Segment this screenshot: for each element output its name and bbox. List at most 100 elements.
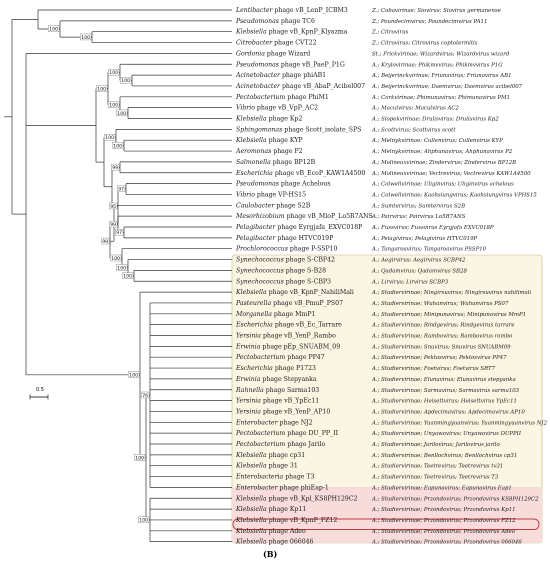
adeo-highlight-box xyxy=(232,518,540,530)
taxonomy-label: A.; Studiervirinae; Teetrevirus; Teetrev… xyxy=(371,475,499,481)
tip-label: Pasteurella phage vB_PmuP_PS07 xyxy=(235,300,343,307)
taxonomy-label: A.; Studiervirinae; Elunavirus; Elunavir… xyxy=(371,377,516,383)
tip-label: Enterobacteria phage T3 xyxy=(235,474,315,481)
bootstrap-box xyxy=(116,264,128,271)
tip-label: Synechococcus phage S-CBP3 xyxy=(236,278,331,285)
taxonomy-label: A.; Studiervirinae; Minipunavirus; Minip… xyxy=(371,312,526,318)
taxonomy-label: A.; Studiervirinae; Unyawovirus; Unyawov… xyxy=(371,431,522,437)
bootstrap-value: 100 xyxy=(139,518,148,524)
bootstrap-value: 100 xyxy=(97,86,106,92)
taxonomy-label: A.; Scottvirus; Scottvirus scott xyxy=(371,127,456,133)
bootstrap-box xyxy=(122,272,134,279)
scale-bar: 0.5 xyxy=(29,387,49,400)
bootstrap-box xyxy=(80,33,92,41)
taxonomy-label: A.; Pelagivirus; Pelagivirus HTVC019P xyxy=(371,236,478,242)
bootstrap-value: 97 xyxy=(116,230,122,236)
bootstrap-box xyxy=(120,77,132,84)
taxonomy-label: A.; Studiervirinae; Rambovirus; Rambovir… xyxy=(371,334,513,340)
tip-label: Yersinia phage vB_YpEc11 xyxy=(236,398,319,405)
taxonomy-label: A.; Pairvirus; Pairvirus Lo5R7ANS xyxy=(371,214,466,220)
bootstrap-box xyxy=(116,109,128,117)
taxonomy-label: A.; Studiervirinae; Przondovirus; Przond… xyxy=(371,496,539,502)
bootstrap-box xyxy=(108,68,120,76)
tip-label: Enterobacter phage NJ2 xyxy=(235,419,313,426)
taxonomy-label: A.; Corkvirinae; Phimunavirus; Phimunavi… xyxy=(371,95,510,101)
bootstrap-value: 100 xyxy=(109,70,118,76)
taxonomy-label: A.; Studiervirinae; Przondovirus; Przond… xyxy=(371,540,522,546)
taxonomy-label: A.; Studiervirinae; Eapunavirus; Eapunav… xyxy=(371,485,512,491)
bootstrap-box xyxy=(96,85,108,92)
bootstrap-box xyxy=(140,391,150,399)
tip-label: Prochlorococcus phage P-SSP10 xyxy=(235,246,338,253)
tip-label: Klebsiella phage vB_KpnP_FZ12 xyxy=(235,517,337,524)
tip-label: Acinetobacter phage vB_AbaP_Acibel007 xyxy=(235,83,365,90)
tip-label: Synechococcus phage S-CBP42 xyxy=(236,257,335,264)
tip-label: Vibrio phage VP-HS15 xyxy=(236,191,306,198)
tip-label: Pectobacterium phage PhiM1 xyxy=(235,94,329,101)
tip-label: Aeromonas phage P2 xyxy=(235,148,303,155)
tip-label: Pectobacterium phage PP47 xyxy=(235,354,325,361)
taxonomy-label: Z.; Poundecimvirus; Poundecimvirus PA11 xyxy=(371,19,487,25)
tip-label: Mesorhizobium phage vB_MloP_Lo5R7ANS xyxy=(235,213,373,220)
tip-label: Escherichia phage vB_EcoP_KAW1A4500 xyxy=(235,170,365,177)
bootstrap-value: 100 xyxy=(117,265,126,271)
tip-label: Pectobacterium phage DU_PP_II xyxy=(235,430,339,437)
bootstrap-value: 100 xyxy=(123,274,132,280)
taxonomy-label: A.; Studiervirinae; Teetrevirus; Teetrev… xyxy=(371,464,503,470)
tip-label: Klebsiella phage vB_KpnP_Klyazma xyxy=(235,29,348,36)
tip-label: Rahnella phage Sarma103 xyxy=(235,387,319,394)
tip-label: Morganella phage MmP1 xyxy=(235,311,316,318)
taxonomy-label: A.; Studiervirinae; Helsettvirus; Helset… xyxy=(371,399,517,405)
taxonomy-label: A.; Aegirvirus; Aegirvirus SCBP42 xyxy=(371,258,466,264)
taxonomy-label: A.; Studiervirinae; Rindgevirus; Rindgev… xyxy=(371,323,515,329)
taxonomy-label: A.; Sumtervirus; Sumtervirus S2B xyxy=(371,203,465,209)
bootstrap-value: 76 xyxy=(142,393,148,399)
bootstrap-box xyxy=(100,237,110,245)
tip-label: Citrobacter phage CVT22 xyxy=(236,40,317,47)
tip-label: Salmonella phage BP12B xyxy=(236,159,316,166)
taxonomy-label: A.; Tangaroavirus; Tangaroavirus PSSP10 xyxy=(371,247,487,253)
bootstrap-values: 1001001001001001001001001009997979910010… xyxy=(48,25,150,524)
tip-label: Pelagibacter phage Eyrgjafa_EXVC018P xyxy=(235,224,362,231)
taxonomy-label: A.; Studiervirinae; Apdecimavirus; Apdec… xyxy=(371,409,525,415)
taxonomy-label: A.; Melnykvirinae; Ahphunavirus; Ahphuna… xyxy=(371,149,513,155)
tip-label: Erwinia phage pEp_SNUABM_09 xyxy=(235,343,340,350)
bootstrap-box xyxy=(116,185,126,193)
bootstrap-value: 99 xyxy=(110,222,116,228)
bootstrap-value: 100 xyxy=(105,135,114,141)
taxonomy-label: A.; Studiervirinae; Jarilovirus; Jarilov… xyxy=(371,442,500,448)
bootstrap-value: 100 xyxy=(129,373,138,379)
taxonomy-label: A.; Studiervirinae; Przondovirus; Przond… xyxy=(371,518,516,524)
bootstrap-box xyxy=(108,101,120,108)
tip-label: Klebsiella phage 066046 xyxy=(235,539,314,546)
taxonomy-label: A.; Studiervirinae; Ningirsuvirus; Ningi… xyxy=(371,290,531,296)
bootstrap-value: 100 xyxy=(109,103,118,109)
taxonomy-label: A.; Slopekvirinae; Drulisvirus; Drulisvi… xyxy=(371,117,499,123)
tip-label: Klebsiella phage KYP xyxy=(235,137,303,144)
tip-labels: Lentibacter phage vB_LenP_ICBM3 Z.; Cobav… xyxy=(235,7,548,546)
bootstrap-value: 100 xyxy=(49,27,58,33)
bootstrap-box xyxy=(108,202,118,210)
tip-label: Vibrio phage vB_VpP_AC2 xyxy=(236,105,318,112)
panel-label: (B) xyxy=(263,549,278,559)
taxonomy-label: A.; Molineuxvirinae; Vectrevirus; Vectre… xyxy=(371,171,531,177)
tip-label: Enterobacter phage phiEap-1 xyxy=(235,484,329,491)
bootstrap-box xyxy=(112,142,124,149)
taxonomy-label: A.; Studiervirinae; Yuanmingyuanvirus; Y… xyxy=(371,420,548,426)
taxonomy-label: St.; Frickvirinae; Wizardvirus; Wizardvi… xyxy=(372,51,510,57)
tip-label: Acinetobacter phage phiAB1 xyxy=(235,72,326,79)
tip-label: Klebsiella phage Adeo xyxy=(235,528,306,535)
tip-label: Lentibacter phage vB_LenP_ICBM3 xyxy=(235,7,348,14)
bootstrap-box xyxy=(104,134,116,141)
bootstrap-box xyxy=(138,516,150,523)
bootstrap-value: 97 xyxy=(118,187,124,193)
taxonomy-label: Z.; Citrovirus; Citrovirus coptotermitis xyxy=(371,41,478,47)
bootstrap-value: 95 xyxy=(110,204,116,210)
tip-label: Synechococcus phage S-B28 xyxy=(236,267,326,274)
bootstrap-value: 100 xyxy=(113,143,122,149)
tip-label: Klebsiella phage Kp2 xyxy=(235,116,302,123)
taxonomy-label: A.; Studiervirinae; Sarmavirus; Sarmavir… xyxy=(371,388,520,394)
taxonomy-label: A.; Fussvirus; Fussvirus Eyrgjafa EXVC01… xyxy=(371,225,494,231)
taxonomy-label: Z.; Cobavirinae; Siovirus; Siovirus germ… xyxy=(371,8,501,14)
